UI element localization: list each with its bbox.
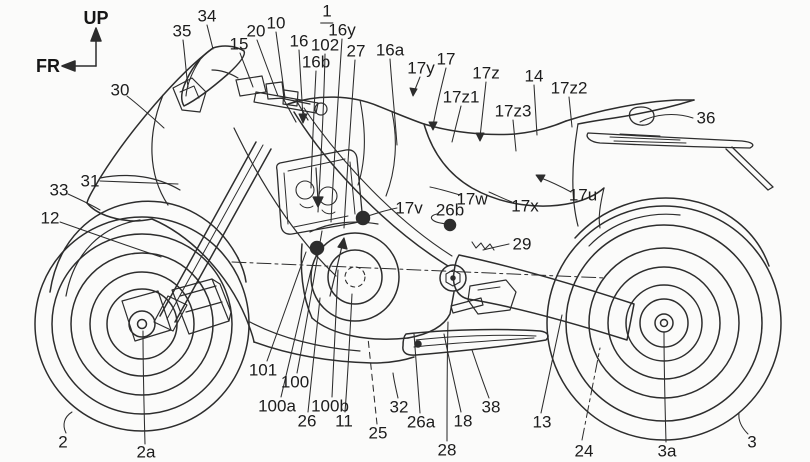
engine: [293, 107, 455, 340]
axis-front-label: FR: [36, 56, 60, 76]
up-arrow-icon: [90, 27, 102, 67]
windscreen: [181, 45, 246, 107]
frame-bolts: [309, 210, 457, 256]
front-fork: [153, 141, 272, 332]
front-wheel: [34, 216, 250, 432]
front-brake-caliper: [171, 278, 232, 335]
rear-fender: [574, 197, 770, 267]
front-fairing: [86, 47, 337, 343]
swingarm: [439, 254, 635, 341]
rear-wheel: [546, 205, 782, 441]
mirror-winker: [172, 77, 207, 113]
center-line: [231, 261, 607, 441]
front-fender: [49, 200, 247, 297]
front-arrow-icon: [61, 60, 97, 72]
footpeg-bracket: [450, 241, 517, 315]
axis-up-label: UP: [83, 8, 109, 28]
leader-lines: [59, 24, 749, 445]
handlebar: [211, 69, 328, 123]
leader-arrowheads: [298, 87, 546, 183]
exhaust-muffler: [249, 321, 549, 364]
airflow-arrows: [312, 167, 348, 297]
bodywork-top: [287, 96, 695, 229]
tail-cowl: [586, 106, 774, 191]
